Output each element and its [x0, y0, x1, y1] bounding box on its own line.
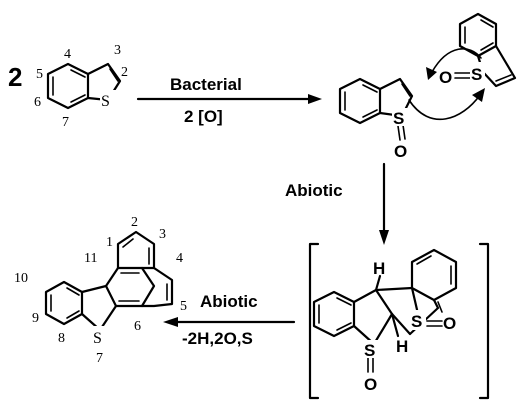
- position-number: 9: [32, 311, 39, 326]
- position-number: 7: [96, 351, 103, 366]
- cycloadduct-intermediate: S O H H S O: [308, 242, 490, 400]
- benzothiophene-reactant: 2 S 2 3 4 5 6 7: [8, 43, 128, 130]
- benzonaphthothiophene-product: S 1 2 3 4 5 6 7 8 9 10 11: [14, 215, 187, 366]
- sulfur-atom: S: [364, 341, 375, 360]
- hydrogen-atom: H: [396, 337, 408, 356]
- position-number: 6: [34, 95, 41, 110]
- step-label: Abiotic: [200, 292, 258, 311]
- position-number: 10: [14, 271, 28, 286]
- stoichiometric-coefficient: 2: [8, 62, 22, 92]
- oxygen-atom: O: [364, 375, 377, 394]
- position-number: 1: [106, 235, 113, 250]
- step-bacterial-oxidation: Bacterial 2 [O]: [136, 75, 322, 126]
- sulfoxide-dimer-partner: O S: [439, 12, 517, 88]
- sulfur-atom: S: [471, 65, 482, 84]
- benzothiophene-sulfoxide: S O: [338, 77, 414, 161]
- position-number: 7: [62, 115, 69, 130]
- sulfur-atom: S: [393, 109, 404, 128]
- position-number: 5: [36, 67, 43, 82]
- hydrogen-atom: H: [373, 259, 385, 278]
- position-number: 6: [134, 319, 141, 334]
- position-number: 11: [84, 251, 97, 266]
- step-label: Abiotic: [285, 181, 343, 200]
- step-reagent: 2 [O]: [184, 107, 223, 126]
- step-abiotic-dimerization: Abiotic: [285, 162, 389, 245]
- oxygen-atom: O: [443, 314, 456, 333]
- position-number: 2: [121, 65, 128, 80]
- position-number: 3: [114, 43, 121, 58]
- step-abiotic-aromatization: Abiotic -2H,2O,S: [163, 292, 296, 348]
- position-number: 4: [64, 47, 71, 62]
- oxygen-atom: O: [439, 68, 452, 87]
- position-number: 2: [131, 215, 138, 230]
- position-number: 8: [58, 331, 65, 346]
- position-number: 4: [176, 251, 183, 266]
- step-label: Bacterial: [170, 75, 242, 94]
- sulfur-atom: S: [101, 93, 110, 110]
- sulfur-atom: S: [411, 312, 422, 331]
- position-number: 5: [180, 299, 187, 314]
- position-number: 3: [159, 227, 166, 242]
- cycloaddition-arrows: [408, 48, 485, 121]
- step-byproducts: -2H,2O,S: [182, 329, 253, 348]
- sulfur-atom: S: [93, 330, 102, 347]
- oxygen-atom: O: [394, 142, 407, 161]
